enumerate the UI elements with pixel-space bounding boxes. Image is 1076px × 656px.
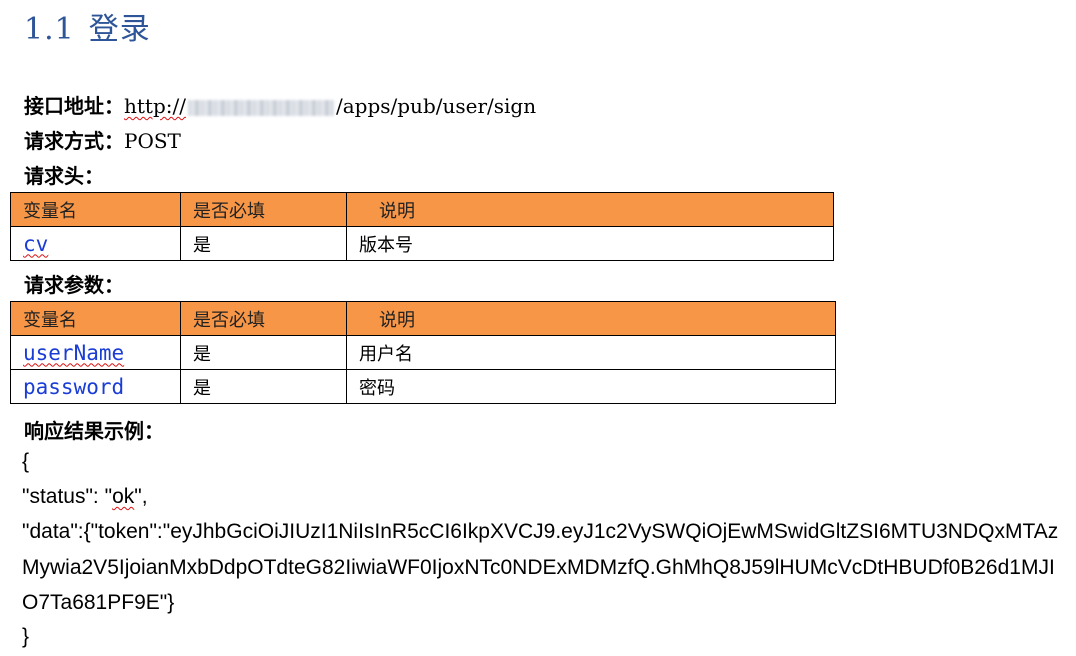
- column-header: 说明: [346, 192, 834, 227]
- section-title: 登录: [88, 12, 151, 47]
- response-line: }: [22, 625, 30, 648]
- section-number: 1.1: [24, 12, 75, 47]
- table-header-row: 变量名 是否必填 说明: [10, 192, 834, 227]
- column-header: 变量名: [10, 192, 181, 227]
- endpoint-url-prefix: http://: [124, 94, 186, 118]
- response-line: {: [22, 450, 30, 473]
- method-value: POST: [124, 129, 181, 153]
- request-headers-label: 请求头：: [24, 164, 104, 188]
- variable-name: password: [10, 369, 181, 404]
- table-header-row: 变量名 是否必填 说明: [10, 301, 836, 336]
- response-example-label: 响应结果示例：: [24, 419, 164, 443]
- column-header: 变量名: [10, 301, 181, 336]
- required-cell: 是: [180, 226, 347, 261]
- description-cell: 密码: [346, 369, 836, 404]
- required-cell: 是: [180, 335, 347, 370]
- column-header: 说明: [346, 301, 836, 336]
- table-row: cv 是 版本号: [10, 226, 834, 261]
- response-line: "data":{"token":"eyJhbGciOiJIUzI1NiIsInR…: [22, 520, 1059, 543]
- description-cell: 用户名: [346, 335, 836, 370]
- response-line: "status": "ok",: [22, 485, 148, 508]
- required-cell: 是: [180, 369, 347, 404]
- request-headers-title: 请求头：: [24, 160, 104, 189]
- column-header: 是否必填: [180, 192, 347, 227]
- section-heading: 1.1 登录: [24, 4, 151, 48]
- variable-name: userName: [10, 335, 181, 370]
- table-row: password 是 密码: [10, 369, 836, 404]
- variable-name: cv: [10, 226, 181, 261]
- endpoint-url-suffix: /apps/pub/user/sign: [335, 94, 537, 118]
- response-example-title: 响应结果示例：: [24, 415, 164, 444]
- response-line: Mywia2V5IjoianMxbDdpOTdteG82IiwiaWF0Ijox…: [22, 556, 1055, 579]
- endpoint-label: 接口地址：: [24, 94, 124, 118]
- redacted-host: [187, 100, 334, 116]
- request-headers-table: 变量名 是否必填 说明 cv 是 版本号: [10, 192, 834, 261]
- method-line: 请求方式：POST: [24, 125, 181, 154]
- response-line: O7Ta681PF9E"}: [22, 591, 175, 614]
- method-label: 请求方式：: [24, 129, 124, 153]
- description-cell: 版本号: [346, 226, 834, 261]
- column-header: 是否必填: [180, 301, 347, 336]
- endpoint-line: 接口地址：http:// /apps/pub/user/sign: [24, 90, 536, 119]
- request-params-table: 变量名 是否必填 说明 userName 是 用户名 password 是 密码: [10, 301, 836, 404]
- table-row: userName 是 用户名: [10, 335, 836, 370]
- request-params-label: 请求参数：: [24, 273, 124, 297]
- request-params-title: 请求参数：: [24, 269, 124, 298]
